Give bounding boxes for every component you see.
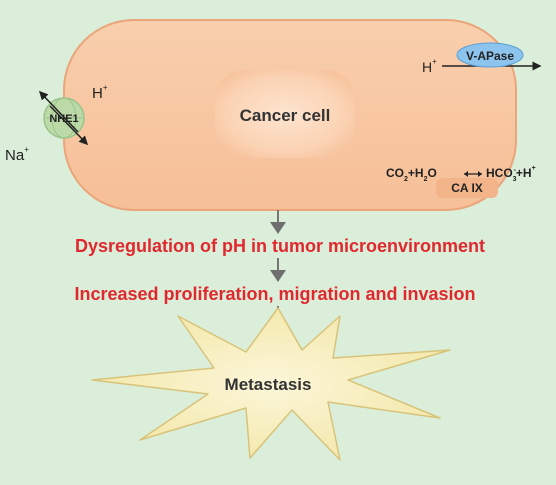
nhe1-h-arrow: [38, 90, 79, 133]
nhe1-na-arrow: [49, 105, 89, 146]
metastasis-label: Metastasis: [225, 375, 312, 394]
step-ph-dysregulation: Dysregulation of pH in tumor microenviro…: [75, 236, 485, 256]
ca-ix-right-equation: HCO3-+H+: [486, 165, 536, 183]
flow-arrow-2: [270, 258, 286, 282]
ca-ix-label: CA IX: [451, 181, 483, 195]
metastasis-starburst: [91, 307, 451, 461]
v-apase-pump: V-APase: [442, 42, 542, 71]
cell-label: Cancer cell: [240, 106, 331, 125]
step-proliferation: Increased proliferation, migration and i…: [74, 284, 475, 304]
nhe1-transporter: NHE1: [38, 90, 89, 146]
flow-arrow-1: [270, 210, 286, 234]
nhe1-h-ion: H+: [92, 83, 108, 102]
ca-ix-box: [436, 178, 498, 198]
ca-ix-left-equation: CO2+H2O: [386, 166, 437, 183]
nhe1-label: NHE1: [49, 113, 78, 125]
v-apase-h-ion: H+: [422, 57, 437, 75]
cell-nucleus: [215, 70, 355, 158]
v-apase-label: V-APase: [466, 49, 514, 63]
nhe1-na-ion: Na+: [5, 145, 29, 164]
